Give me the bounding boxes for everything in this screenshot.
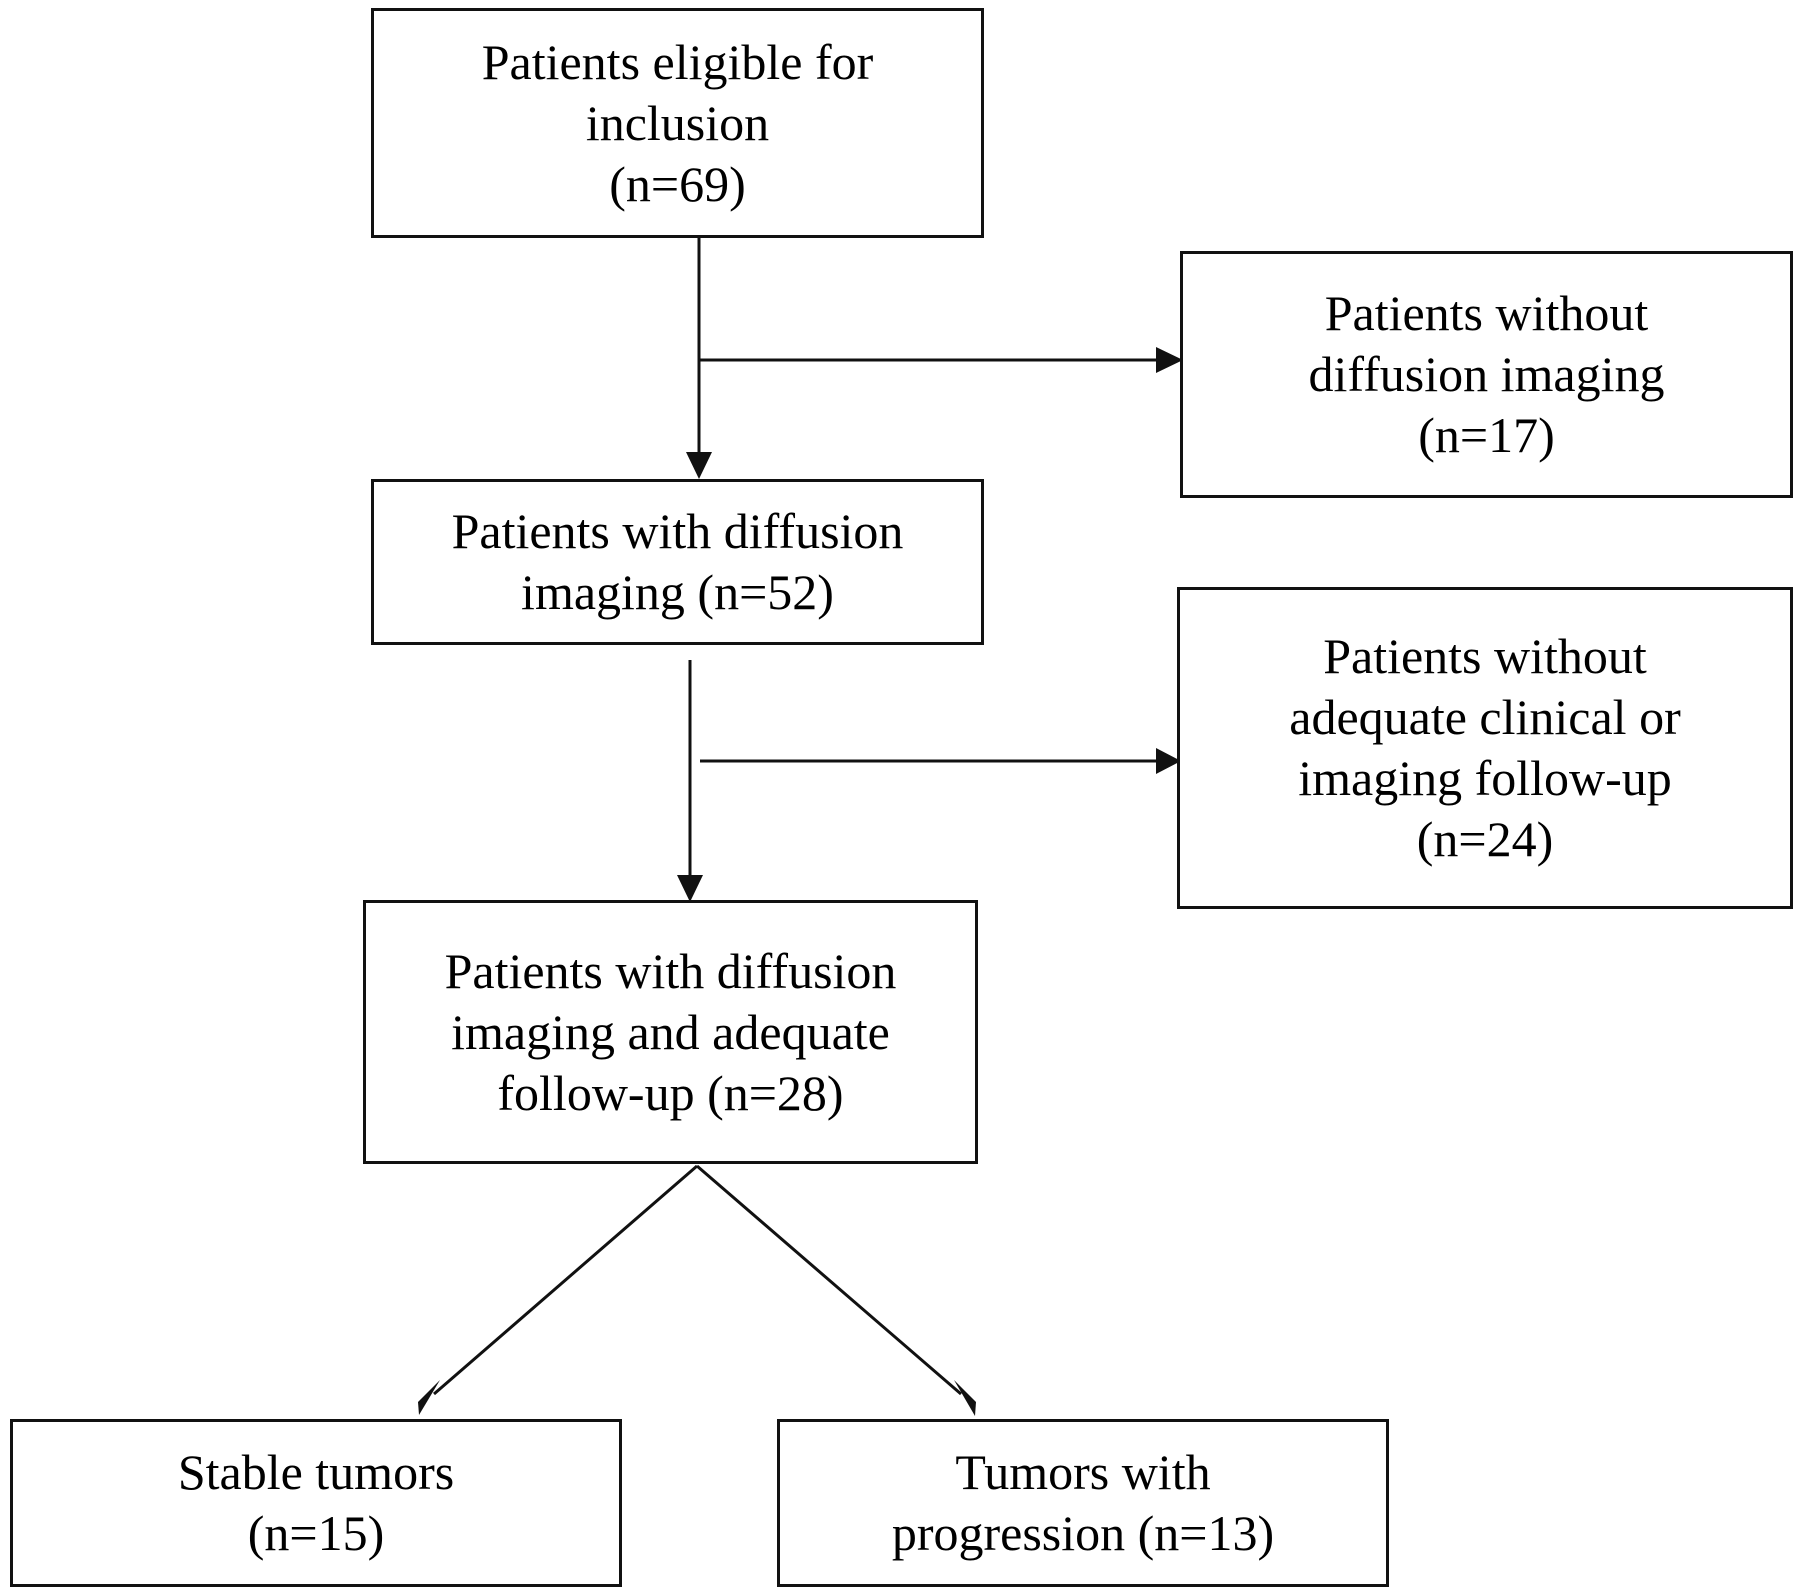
diffusion-followup-line-3: follow-up (n=28) (497, 1064, 844, 1121)
with-diffusion-line-1: Patients with diffusion (451, 503, 904, 559)
diffusion-followup-line-1: Patients with diffusion (444, 942, 897, 999)
arrowhead-down-2 (677, 875, 703, 902)
without-diffusion-line-2: diffusion imaging (1308, 346, 1665, 402)
without-diffusion-line-3: (n=17) (1418, 407, 1555, 463)
arrowhead-right-1 (1156, 347, 1183, 373)
without-followup-line-1: Patients without (1323, 628, 1647, 684)
stable-line-1: Stable tumors (177, 1444, 455, 1500)
stable-line-2: (n=15) (247, 1505, 385, 1561)
arrow-to-progression (696, 1164, 962, 1396)
without-followup-line-2: adequate clinical or (1289, 689, 1681, 745)
arrowhead-diag-right (954, 1380, 976, 1416)
arrowhead-down-1 (686, 452, 712, 479)
stable-tumors-box: Stable tumors (n=15) (10, 1419, 622, 1587)
eligible-patients-box: Patients eligible for inclusion (n=69) (371, 8, 984, 238)
with-diffusion-line-2: imaging (n=52) (521, 564, 834, 620)
progression-tumors-box: Tumors with progression (n=13) (777, 1419, 1389, 1587)
arrowhead-diag-left (418, 1380, 440, 1415)
eligible-line-2: inclusion (585, 94, 770, 151)
without-diffusion-line-1: Patients without (1324, 285, 1649, 341)
progression-line-2: progression (n=13) (891, 1505, 1275, 1561)
arrowhead-right-2 (1156, 748, 1181, 774)
with-diffusion-box: Patients with diffusion imaging (n=52) (371, 479, 984, 645)
without-diffusion-box: Patients without diffusion imaging (n=17… (1180, 251, 1793, 498)
without-followup-box: Patients without adequate clinical or im… (1177, 587, 1793, 909)
without-followup-line-4: (n=24) (1416, 811, 1554, 867)
eligible-line-1: Patients eligible for (481, 33, 874, 90)
eligible-line-3: (n=69) (609, 155, 746, 212)
diffusion-followup-line-2: imaging and adequate (451, 1003, 890, 1060)
without-followup-line-3: imaging follow-up (1298, 750, 1672, 806)
diffusion-and-followup-box: Patients with diffusion imaging and adeq… (363, 900, 978, 1164)
progression-line-1: Tumors with (955, 1444, 1211, 1500)
arrow-to-stable (433, 1164, 698, 1396)
